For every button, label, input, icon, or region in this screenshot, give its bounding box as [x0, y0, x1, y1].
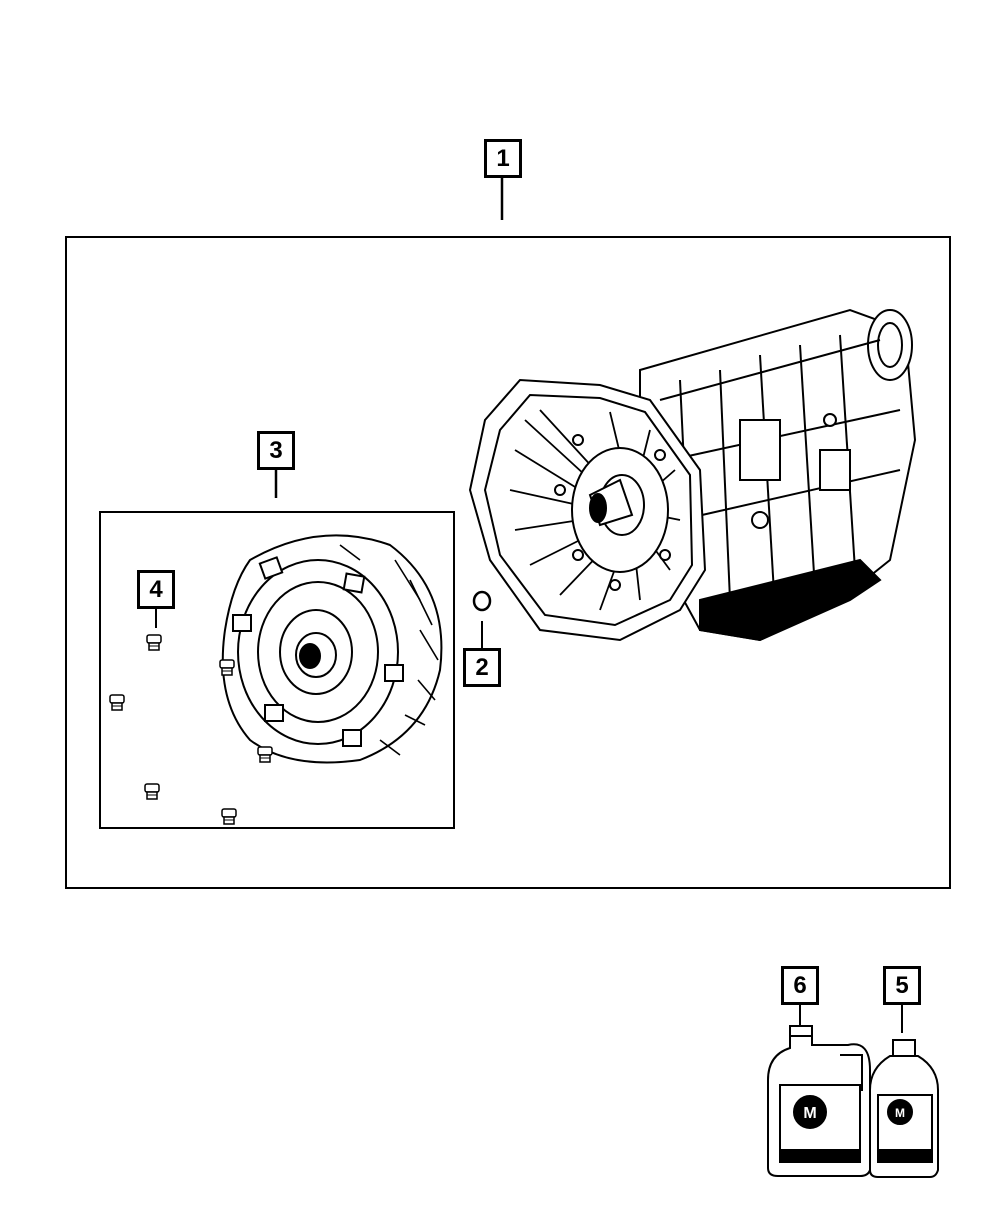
bolt-icon[interactable] [109, 694, 125, 711]
bolt-icon[interactable] [219, 659, 235, 676]
callout-5[interactable]: 5 [883, 966, 921, 1005]
callout-4[interactable]: 4 [137, 570, 175, 609]
callout-1[interactable]: 1 [484, 139, 522, 178]
bolt-icon[interactable] [221, 808, 237, 825]
o-ring-icon[interactable] [472, 590, 492, 612]
torque-converter-icon[interactable] [221, 534, 443, 764]
assembly-frame [65, 236, 951, 889]
callout-2[interactable]: 2 [463, 648, 501, 687]
torque-converter-frame [99, 511, 455, 829]
bolt-icon[interactable] [146, 634, 162, 651]
svg-text:M: M [803, 1105, 816, 1122]
fluid-jug-icon[interactable]: M [767, 1025, 871, 1177]
svg-text:M: M [895, 1106, 905, 1120]
fluid-bottle-icon[interactable]: M [869, 1039, 939, 1178]
bolt-icon[interactable] [257, 746, 273, 763]
callout-3[interactable]: 3 [257, 431, 295, 470]
transmission-assembly-icon[interactable] [468, 308, 917, 642]
callout-6[interactable]: 6 [781, 966, 819, 1005]
bolt-icon[interactable] [144, 783, 160, 800]
